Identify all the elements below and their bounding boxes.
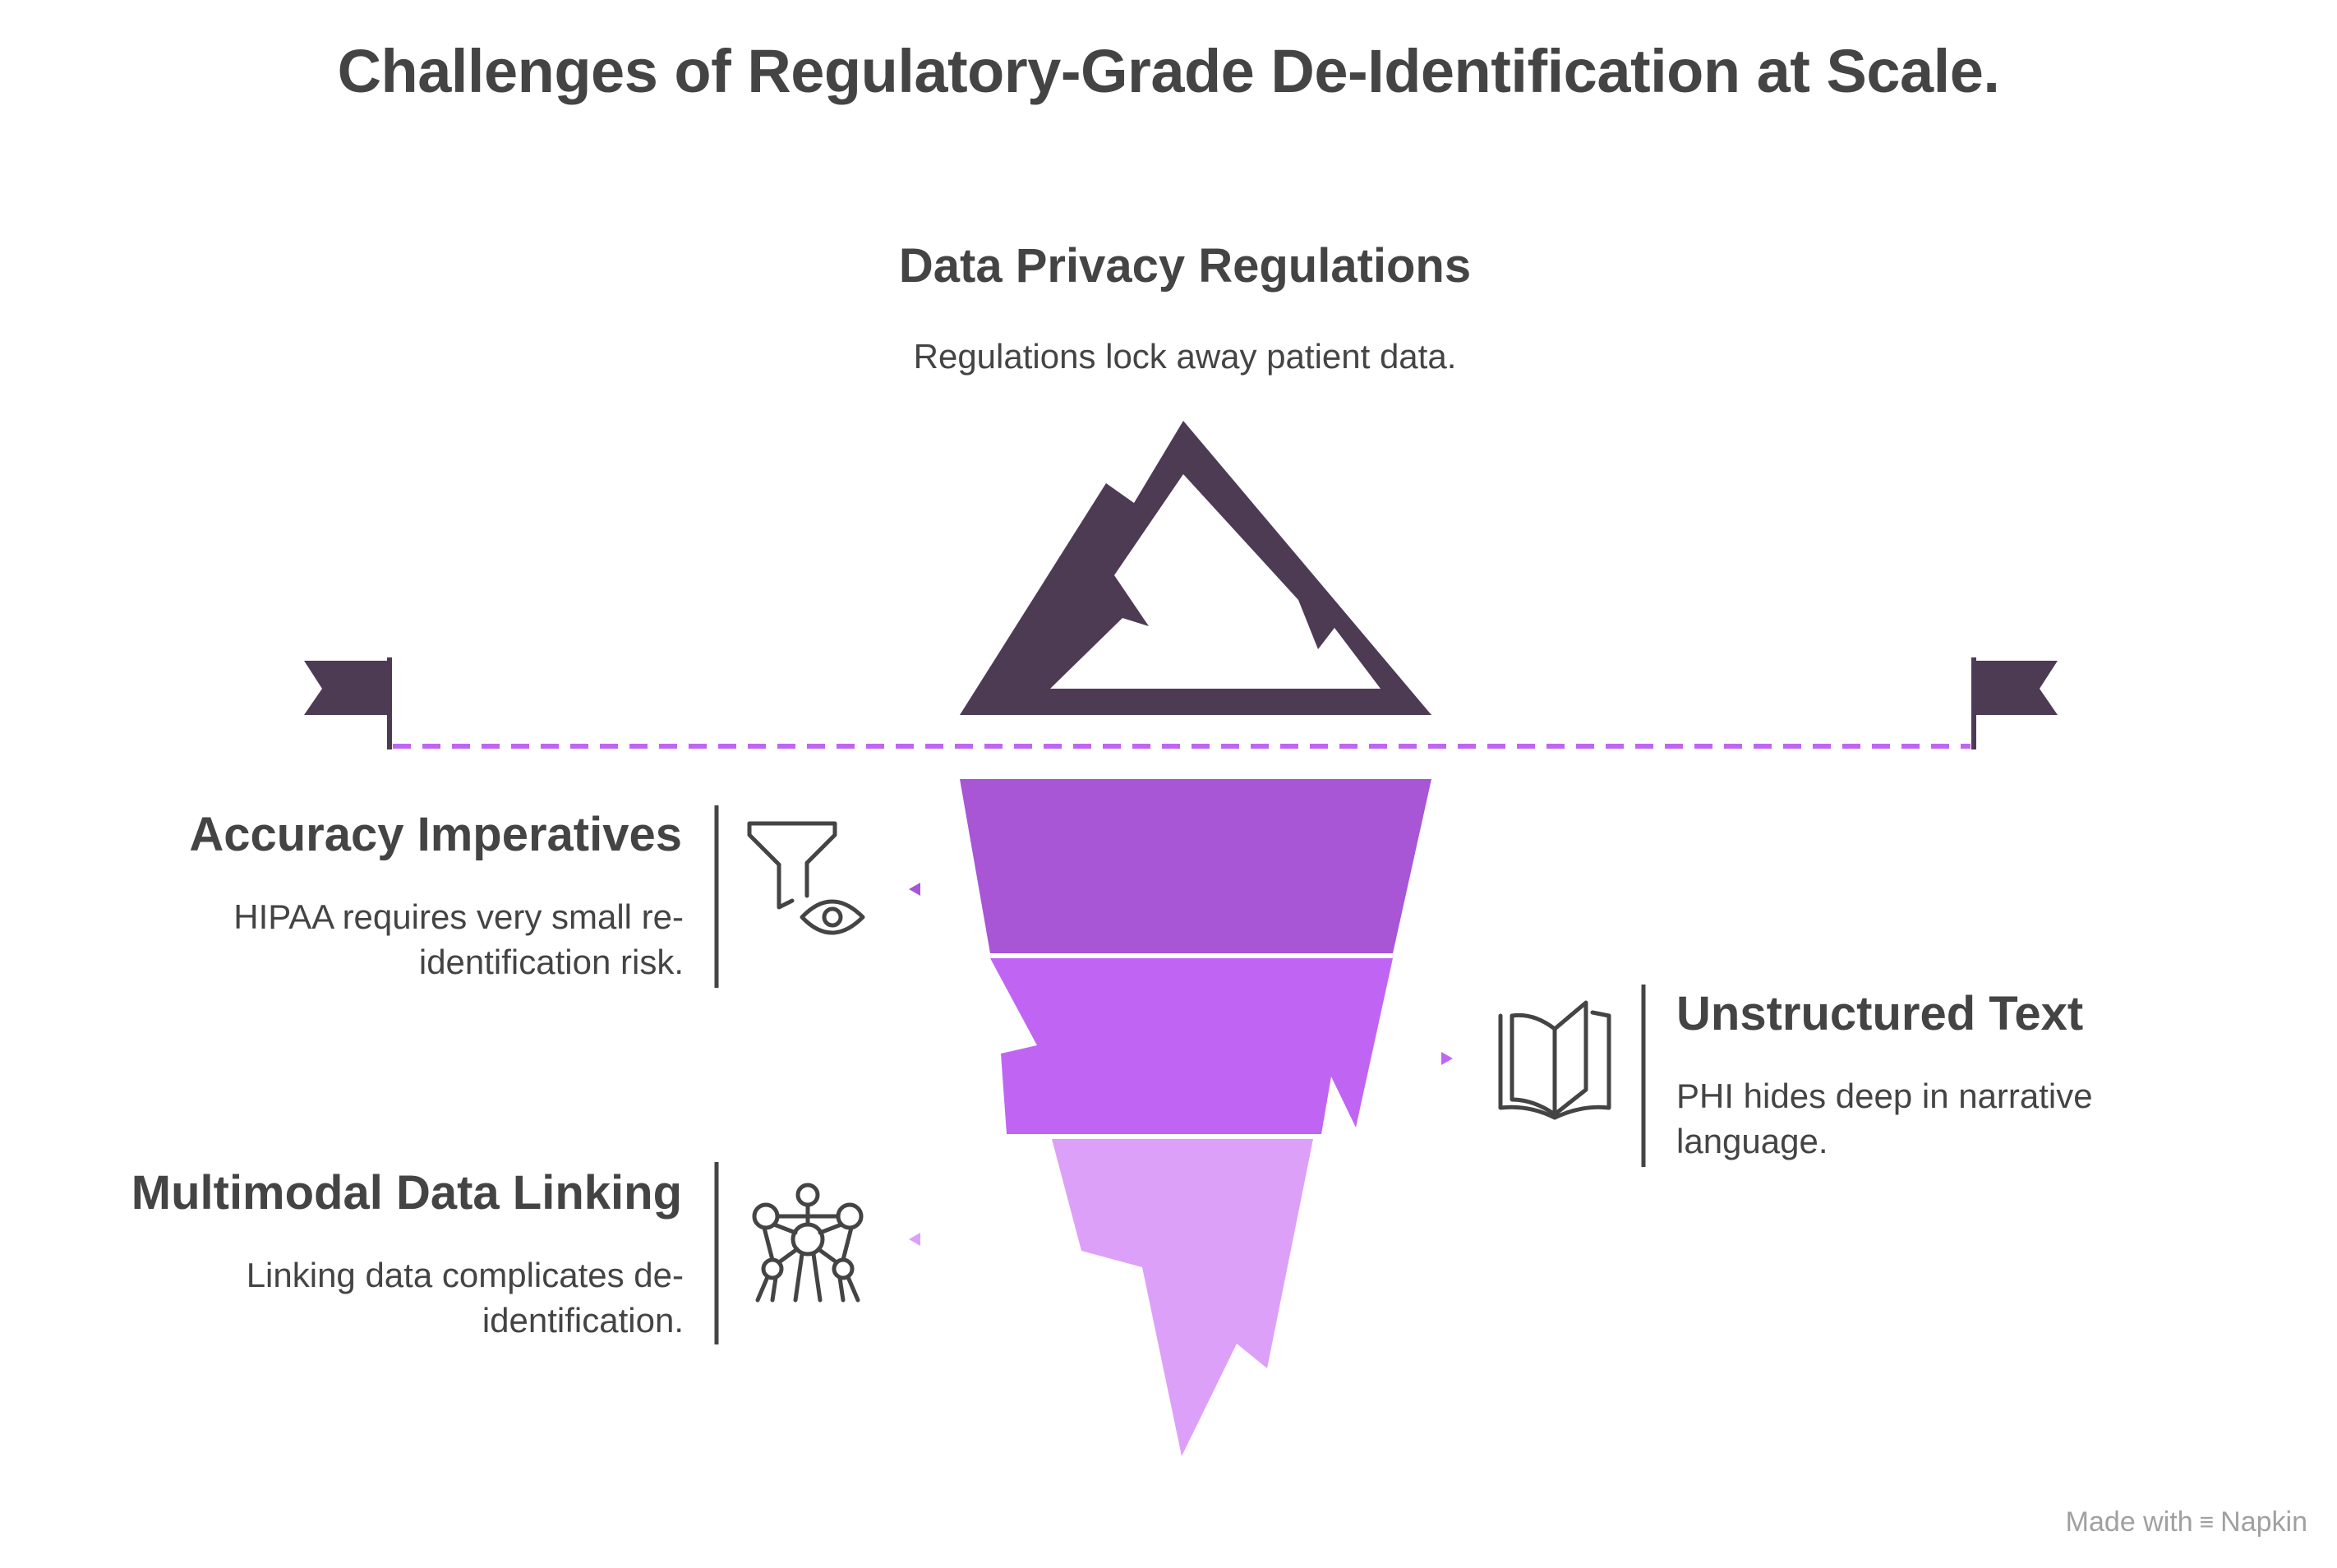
- made-with-label: Made with: [2065, 1506, 2193, 1538]
- network-icon: [752, 1183, 864, 1303]
- band-multimodal: [1052, 1139, 1313, 1456]
- page-title: Challenges of Regulatory-Grade De-Identi…: [337, 37, 2000, 105]
- arrow-multimodal: [909, 1233, 920, 1246]
- accuracy-description: HIPAA requires very small re-identificat…: [233, 897, 684, 981]
- footer-credit: Made with ≡ Napkin: [2066, 1506, 2307, 1538]
- band-accuracy: [960, 779, 1431, 953]
- top-heading: Data Privacy Regulations: [898, 239, 1472, 293]
- arrow-accuracy: [909, 883, 920, 896]
- accuracy-heading: Accuracy Imperatives: [189, 808, 682, 861]
- multimodal-description: Linking data complicates de-identificati…: [246, 1256, 684, 1340]
- iceberg-tip: [960, 421, 1431, 715]
- unstructured-heading: Unstructured Text: [1676, 987, 2084, 1040]
- band-unstructured: [990, 958, 1393, 1134]
- left-flag: [304, 657, 392, 749]
- unstructured-description: PHI hides deep in narrative language.: [1676, 1077, 2093, 1160]
- right-flag: [1971, 657, 2058, 749]
- filter-eye-icon: [747, 821, 865, 935]
- top-description: Regulations lock away patient data.: [913, 337, 1457, 376]
- napkin-logo-icon: ≡: [2199, 1508, 2215, 1536]
- multimodal-heading: Multimodal Data Linking: [131, 1166, 682, 1220]
- brand-label: Napkin: [2220, 1506, 2307, 1538]
- open-book-icon: [1498, 1000, 1611, 1120]
- arrow-unstructured: [1441, 1052, 1453, 1065]
